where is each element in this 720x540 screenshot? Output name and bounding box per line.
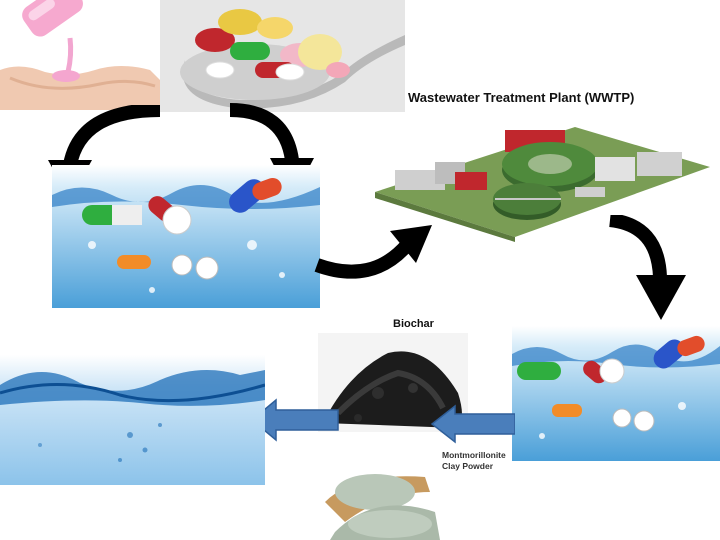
pills-in-water-image-2	[512, 326, 720, 461]
clean-water-image	[0, 355, 265, 485]
clay-label-line1: Montmorillonite	[442, 450, 506, 460]
pills-in-water-image	[52, 165, 320, 308]
pills-spoon-image	[160, 0, 405, 112]
block-arrow-right	[430, 404, 515, 444]
wastewater-plant-image	[375, 112, 710, 242]
biochar-label: Biochar	[393, 318, 434, 330]
clay-label-line2: Clay Powder	[442, 461, 494, 471]
clay-powder-scoop-image	[315, 432, 440, 540]
wwtp-title: Wastewater Treatment Plant (WWTP)	[408, 90, 635, 105]
curved-arrow-to-wwtp	[314, 225, 432, 279]
curved-arrow-from-wwtp	[608, 215, 686, 320]
lotion-hand-image	[0, 0, 160, 110]
